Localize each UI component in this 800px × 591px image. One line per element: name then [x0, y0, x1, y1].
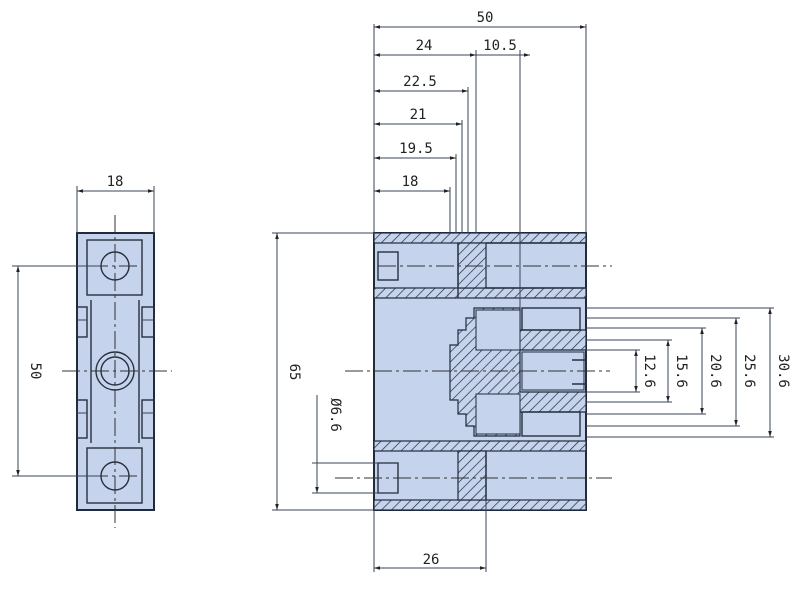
dim-top-1: 24 [416, 38, 433, 54]
dim-top-4: 21 [410, 107, 427, 123]
dim-right-4: 30.6 [775, 354, 791, 388]
dim-right-1: 15.6 [673, 354, 689, 388]
dim-right-2: 20.6 [707, 354, 723, 388]
side-height-label: 50 [27, 363, 43, 380]
side-width-label: 18 [107, 174, 124, 190]
section-height-label: 65 [286, 364, 302, 381]
dim-top-3: 22.5 [403, 74, 437, 90]
dim-right-0: 12.6 [641, 354, 657, 388]
dim-top-5: 19.5 [399, 141, 433, 157]
dim-right-3: 25.6 [741, 354, 757, 388]
hole-diameter-label: Ø6.6 [327, 398, 343, 432]
dim-top-6: 18 [402, 174, 419, 190]
section-view: 50 24 10.5 22.5 21 19.5 18 65 Ø6.6 2 [272, 10, 791, 572]
dim-top-0: 50 [477, 10, 494, 26]
side-view: 18 50 [12, 174, 172, 528]
bottom-width-label: 26 [423, 552, 440, 568]
dim-top-2: 10.5 [483, 38, 517, 54]
